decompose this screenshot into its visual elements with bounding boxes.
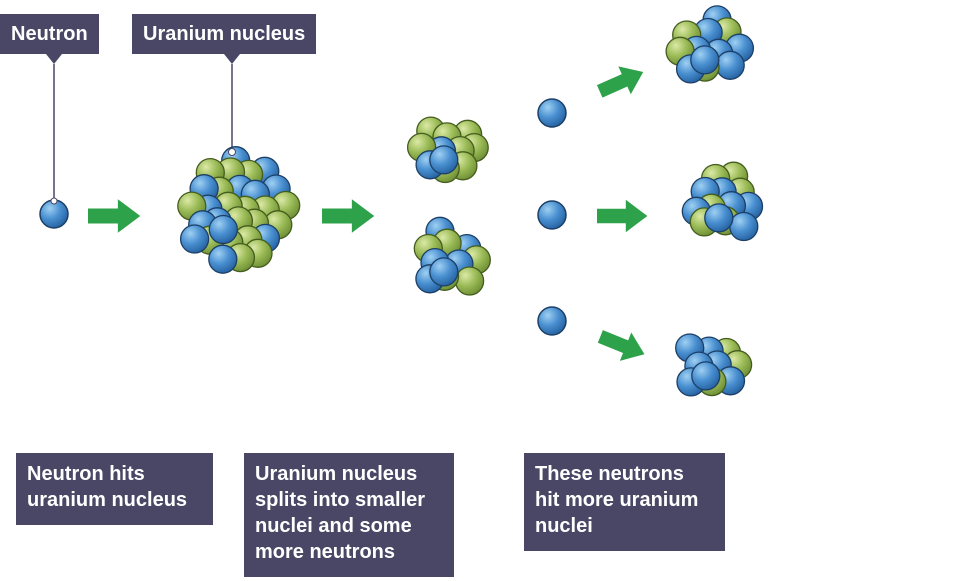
caption-line: Uranium nucleus [255,463,418,485]
neutron-label-pointer [46,54,62,64]
neutron-ball [729,211,759,242]
target-nucleus-mid [681,161,764,242]
released-neutron [537,306,567,336]
caption-step-3: These neutrons hit more uranium nuclei [524,453,725,551]
arrow-down [594,322,651,369]
daughter-nucleus-top [406,116,489,184]
neutron-label: Neutron [0,14,99,54]
neutron-ball [208,214,238,245]
caption-line: hit more uranium [535,489,699,511]
daughter-nucleus-bottom [413,216,491,296]
target-nucleus-top [665,5,755,84]
caption-line: These neutrons [535,463,684,485]
uranium-label-pointer [224,54,240,64]
incoming-neutron [39,197,69,229]
released-neutron [537,98,567,128]
released-neutron [537,200,567,230]
caption-line: splits into smaller [255,489,426,511]
neutron-ball [690,45,720,75]
caption-line: nuclei [535,515,593,537]
neutron-ball [691,361,721,391]
caption-step-2: Uranium nucleus splits into smaller nucl… [244,453,454,577]
caption-line: more neutrons [255,541,396,563]
neutron-ball [179,224,210,254]
neutron-ball [429,257,459,287]
caption-line: nuclei and some [255,515,412,537]
neutron-ball [704,203,734,233]
arrow-1 [88,199,141,233]
arrow-up [593,58,650,106]
uranium-nucleus-label: Uranium nucleus [132,14,317,54]
proton-ball [454,266,485,296]
caption-line: Neutron hits [27,463,145,485]
uranium-pointer-dot [228,148,236,156]
caption-line: uranium nucleus [27,489,188,511]
neutron-ball [715,50,745,80]
target-nucleus-bottom [675,333,753,397]
uranium-nucleus [177,146,301,274]
caption-step-1: Neutron hits uranium nucleus [16,453,213,525]
neutron-ball [429,145,459,175]
neutron-ball [208,244,238,274]
arrow-mid [597,199,648,233]
arrow-2 [322,199,375,233]
